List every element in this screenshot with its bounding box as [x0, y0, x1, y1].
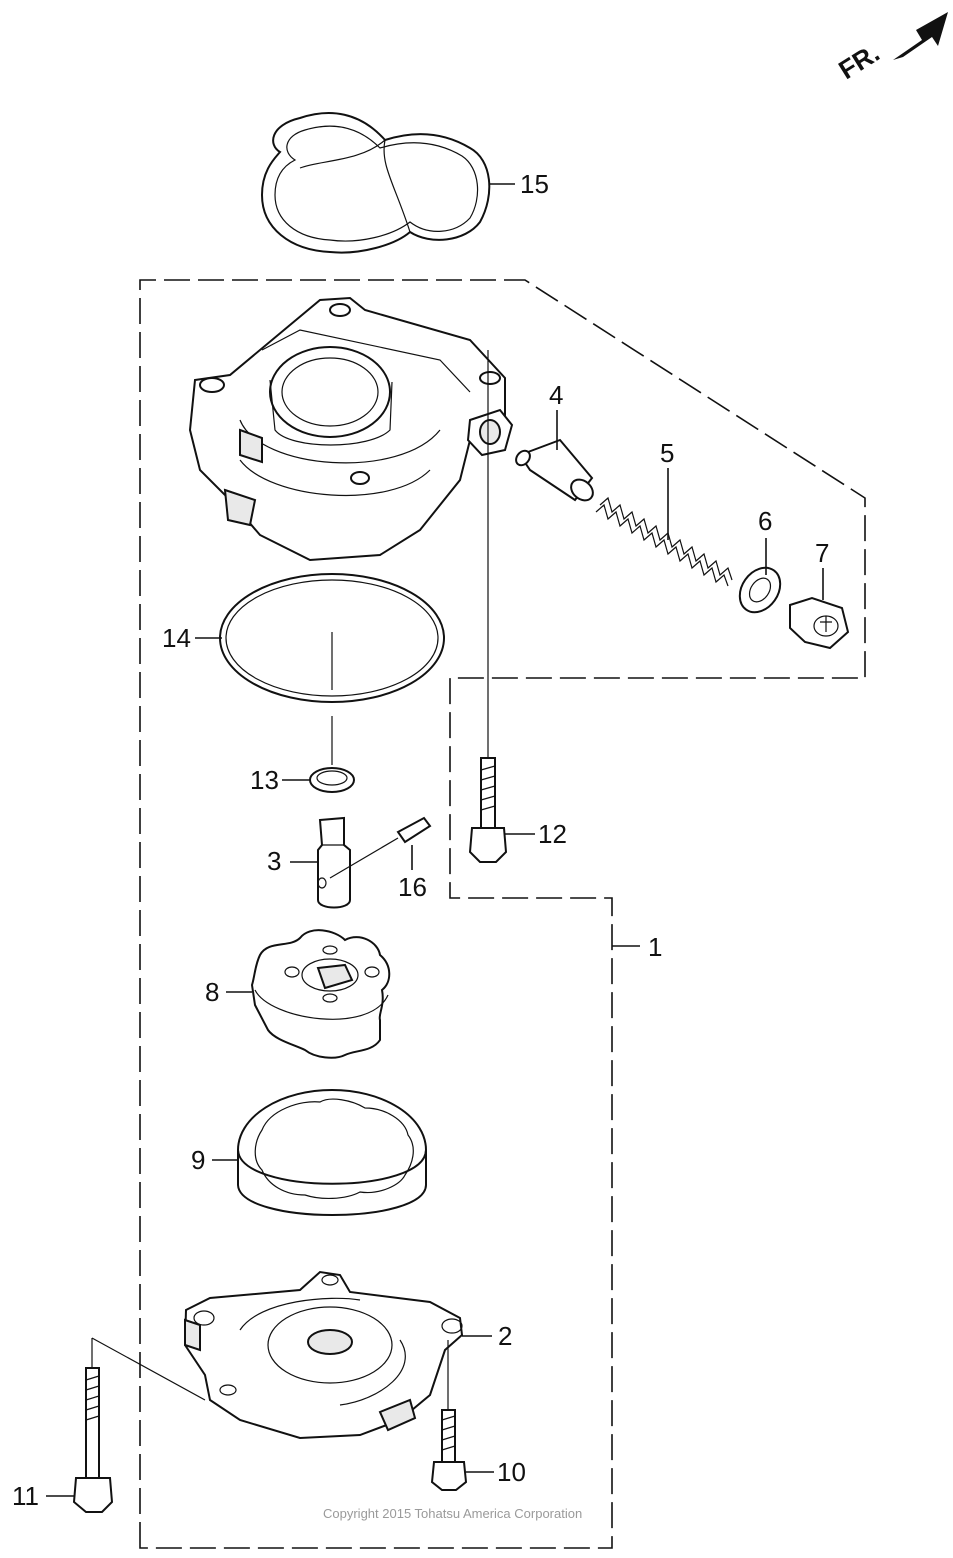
callout-leaders [46, 183, 824, 1497]
front-direction-marker: FR. [833, 12, 948, 85]
callout-9: 9 [191, 1145, 205, 1175]
callout-4: 4 [549, 380, 563, 410]
part-3-pump-shaft [317, 816, 351, 909]
callout-11: 11 [12, 1481, 39, 1511]
part-13-small-o-ring [309, 767, 355, 793]
part-10-bolt [430, 1340, 468, 1491]
callout-10: 10 [497, 1457, 526, 1487]
callout-8: 8 [205, 977, 219, 1007]
callout-14: 14 [162, 623, 191, 653]
callout-labels: 1 2 3 4 5 6 7 8 9 10 11 12 13 14 15 16 [12, 169, 829, 1511]
part-16-pin [329, 816, 432, 879]
callout-6: 6 [758, 506, 772, 536]
part-8-inner-rotor [250, 929, 391, 1059]
callout-12: 12 [538, 819, 567, 849]
part-4-relief-valve [515, 438, 594, 502]
part-12-bolt [468, 757, 508, 863]
part-11-long-bolt [72, 1337, 206, 1513]
callout-13: 13 [250, 765, 279, 795]
part-5-spring [595, 496, 733, 587]
callout-5: 5 [660, 438, 674, 468]
callout-2: 2 [498, 1321, 512, 1351]
callout-7: 7 [815, 538, 829, 568]
part-9-outer-rotor [237, 1089, 427, 1216]
part-14-o-ring [219, 573, 445, 703]
pump-housing [188, 296, 514, 562]
part-7-plug-bolt [789, 596, 850, 650]
callout-3: 3 [267, 846, 281, 876]
callout-15: 15 [520, 169, 549, 199]
front-direction-label: FR. [833, 37, 884, 85]
arrow-up-right-icon [893, 12, 948, 60]
callout-1: 1 [648, 932, 662, 962]
part-2-pump-cover [183, 1270, 464, 1440]
part-6-washer [738, 566, 782, 614]
callout-16: 16 [398, 872, 427, 902]
copyright-text: Copyright 2015 Tohatsu America Corporati… [323, 1506, 582, 1521]
part-15-gasket [260, 112, 491, 254]
